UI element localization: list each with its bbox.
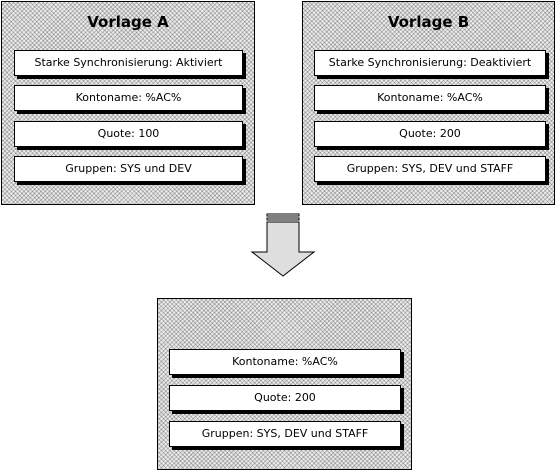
template-b-title: Vorlage B [387,13,470,31]
template-a-strong-sync-field: Starke Synchronisierung: Aktiviert [14,50,243,76]
template-a-quota-field: Quote: 100 [14,121,243,147]
result-quota-field: Quote: 200 [169,385,401,411]
template-b-strong-sync-field: Starke Synchronisierung: Deaktiviert [314,50,546,76]
template-b-groups-field: Gruppen: SYS, DEV und STAFF [314,156,546,182]
template-b-account-name-field: Kontoname: %AC% [314,85,546,111]
result-account-name-field: Kontoname: %AC% [169,349,401,375]
template-b-panel: Vorlage B Starke Synchronisierung: Deakt… [302,1,555,205]
template-b-quota-field: Quote: 200 [314,121,546,147]
template-a-title: Vorlage A [87,13,169,31]
template-a-account-name-field: Kontoname: %AC% [14,85,243,111]
template-a-groups-field: Gruppen: SYS und DEV [14,156,243,182]
merge-arrow-icon [250,213,316,277]
template-a-panel: Vorlage A Starke Synchronisierung: Aktiv… [1,1,255,205]
result-groups-field: Gruppen: SYS, DEV und STAFF [169,421,401,447]
result-panel: Kontoname: %AC% Quote: 200 Gruppen: SYS,… [157,298,412,470]
